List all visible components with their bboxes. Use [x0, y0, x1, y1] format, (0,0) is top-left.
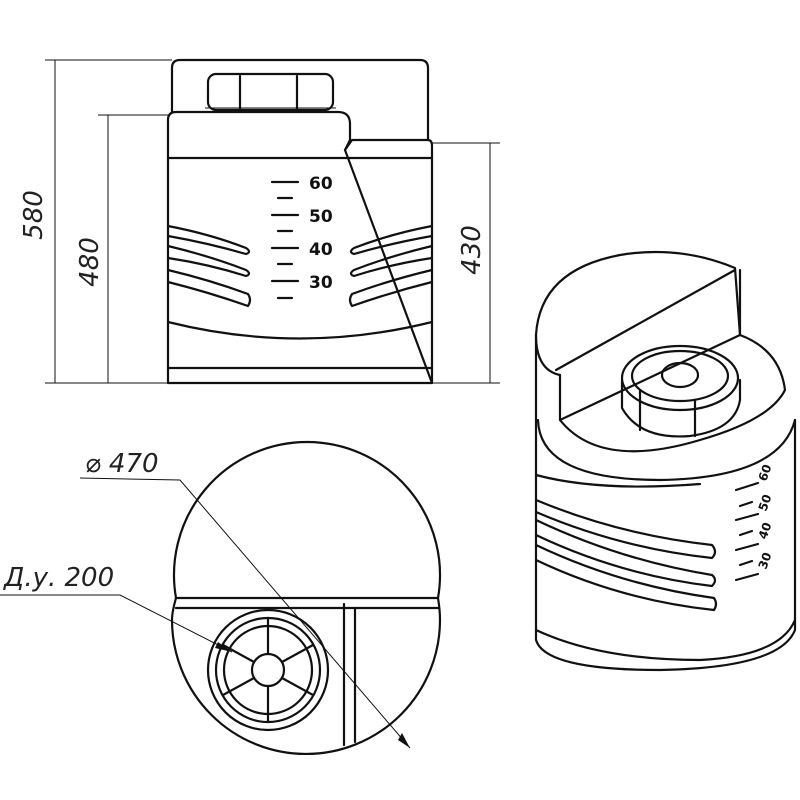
scale-mark-50: 50 [309, 207, 333, 227]
scale-mark-30: 30 [309, 273, 333, 293]
dim-body-height: 480 [75, 237, 105, 287]
cap-spokes [221, 616, 315, 724]
top-view [0, 441, 442, 756]
scale-ticks [270, 180, 300, 300]
dim-shoulder-height: 430 [457, 225, 487, 275]
iso-scale-mark-60: 60 [756, 463, 775, 483]
iso-scale-mark-50: 50 [756, 493, 775, 513]
scale-mark-60: 60 [309, 174, 333, 194]
dim-diameter: ⌀ 470 [85, 449, 159, 479]
iso-scale-mark-30: 30 [756, 551, 775, 571]
dim-nominal-bore: Д.у. 200 [3, 563, 114, 593]
isometric-view: 60 50 40 30 [534, 250, 797, 672]
iso-scale-ticks [734, 481, 760, 582]
front-view: 60 50 40 30 [166, 58, 434, 385]
dimension-lines [45, 59, 500, 384]
scale-mark-40: 40 [309, 240, 333, 260]
dim-total-height: 580 [19, 190, 49, 240]
iso-scale-mark-40: 40 [756, 521, 775, 541]
